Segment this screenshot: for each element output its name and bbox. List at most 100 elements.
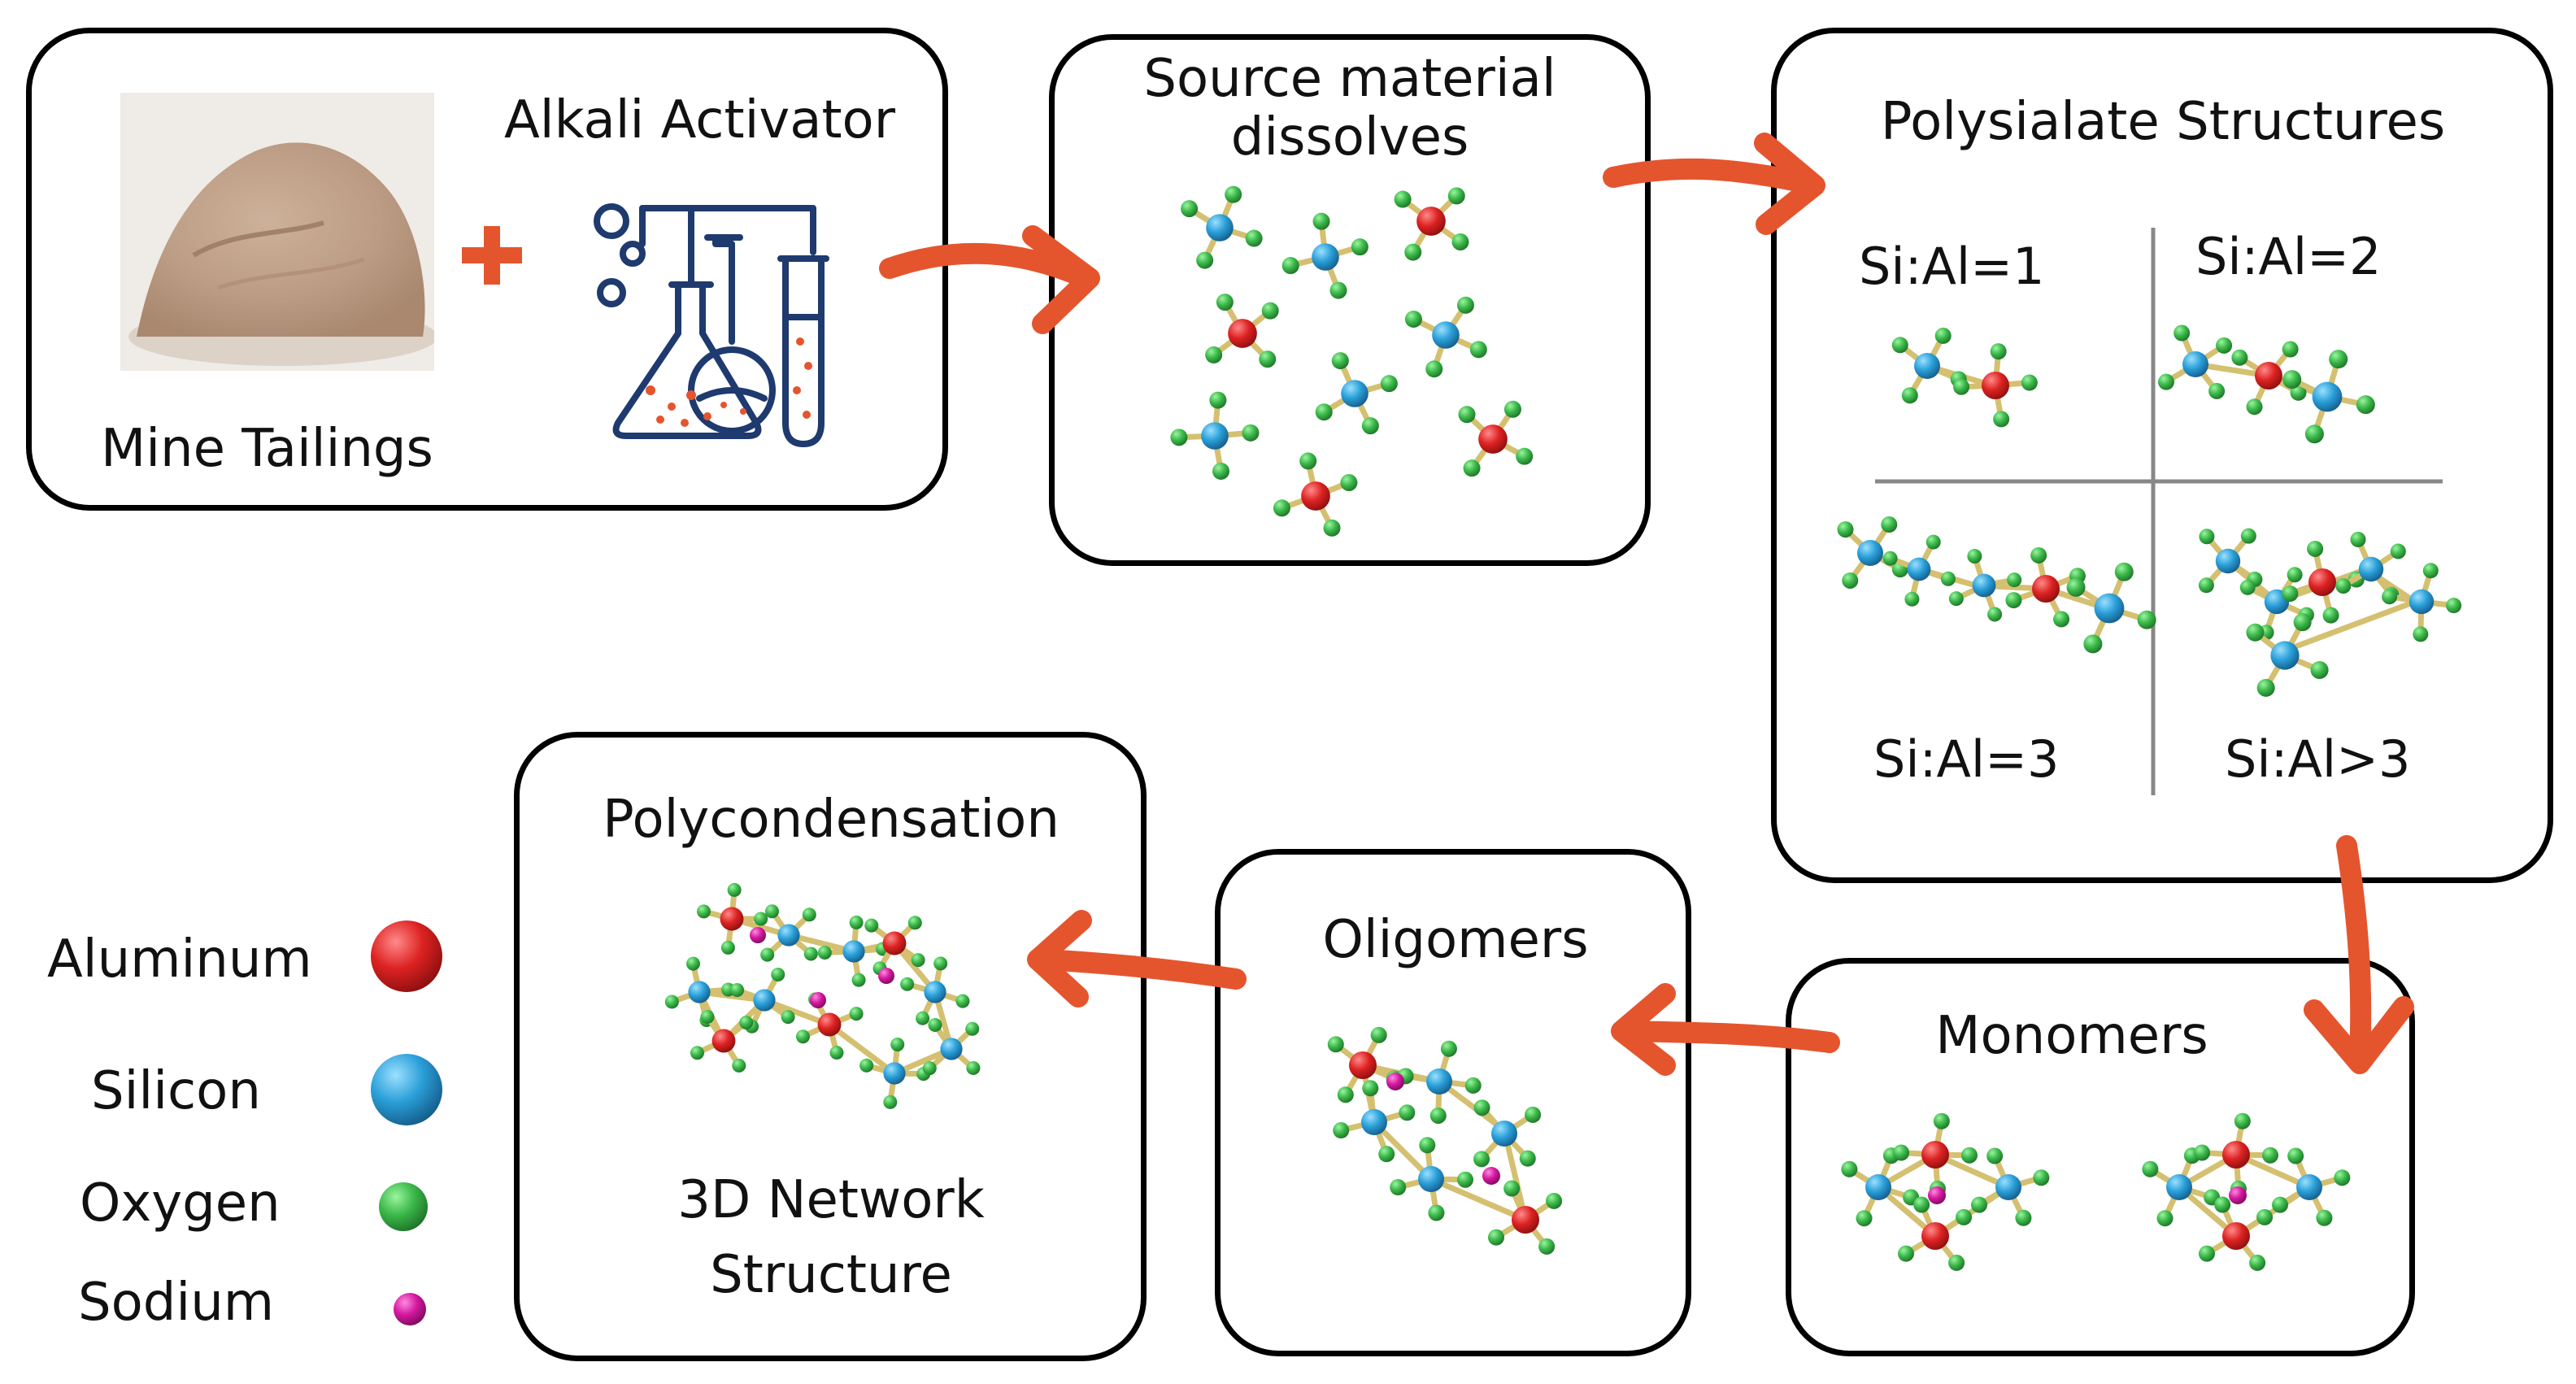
atom-o <box>2174 324 2191 342</box>
atom-o <box>2240 528 2256 544</box>
atom-si <box>777 924 800 947</box>
atom-o <box>764 904 779 919</box>
atom-al <box>1982 372 2009 399</box>
atom-o <box>1960 1147 1978 1164</box>
atom-na <box>810 992 826 1008</box>
atom-o <box>1456 1171 1473 1188</box>
atom-al <box>1228 319 1257 348</box>
atom-o <box>1458 406 1476 424</box>
atom-o <box>690 1046 704 1060</box>
atom-o <box>859 1058 874 1073</box>
polysialate-si-al-2 <box>2158 324 2375 444</box>
atom-o <box>1469 341 1487 359</box>
atom-o <box>1340 474 1358 492</box>
atom-al <box>1349 1051 1377 1079</box>
atom-o <box>2239 579 2256 595</box>
atom-si <box>1972 573 1996 598</box>
atom-o <box>1463 459 1481 477</box>
atom-o <box>1925 534 1941 550</box>
atom-o <box>890 1037 905 1051</box>
atom-o <box>1170 429 1188 446</box>
atom-o <box>1181 200 1199 218</box>
arrow-5 <box>1027 910 1247 1008</box>
polysialate-si-al-gt-3 <box>2198 528 2462 697</box>
atom-o <box>1378 1146 1395 1163</box>
atom-o <box>1898 1245 1915 1262</box>
atom-si <box>753 989 776 1012</box>
atom-o <box>2307 540 2324 557</box>
atom-o <box>1993 411 2010 428</box>
source-material-label: Source material dissolves <box>1143 49 1556 168</box>
atom-o <box>1370 1026 1387 1043</box>
polycondensation-label: Polycondensation <box>603 790 1060 850</box>
atom-o <box>1259 350 1277 368</box>
atom-al <box>1921 1141 1949 1169</box>
network-caption-line1: 3D Network <box>677 1170 985 1230</box>
atom-o <box>2246 398 2263 416</box>
atom-o <box>781 1010 795 1025</box>
arrow-3 <box>2304 835 2414 1074</box>
atom-o <box>2422 563 2439 579</box>
atom-na <box>750 927 766 943</box>
atom-o <box>1399 1104 1416 1121</box>
atom-o <box>933 956 948 971</box>
legend-sphere-oxygen <box>379 1182 428 1231</box>
atom-o <box>1882 551 1898 566</box>
atom-al <box>2222 1141 2250 1169</box>
atom-si <box>1491 1121 1517 1147</box>
atom-o <box>1503 400 1521 418</box>
atom-o <box>849 915 864 929</box>
atom-o <box>2304 424 2324 444</box>
atom-o <box>1362 1080 1379 1097</box>
atom-o <box>1273 499 1290 517</box>
atom-o <box>1299 452 1317 470</box>
atom-o <box>1934 327 1952 344</box>
bond <box>1371 1119 1434 1182</box>
atom-o <box>864 918 879 933</box>
atom-si <box>2182 351 2208 377</box>
monomer-unit-2 <box>2142 1112 2351 1271</box>
atom-o <box>1841 1160 1858 1177</box>
atom-na <box>1928 1186 1946 1204</box>
atom-o <box>2249 1254 2266 1271</box>
atom-si <box>2312 381 2343 412</box>
bond <box>1428 1176 1529 1223</box>
ratio-label-4: Si:Al>3 <box>2225 729 2411 789</box>
atom-o <box>2382 589 2398 605</box>
atom-o <box>1361 417 1379 435</box>
atom-o <box>883 1095 898 1109</box>
oligomer-unit <box>1327 1026 1563 1255</box>
atom-o <box>803 947 818 961</box>
atom-o <box>771 967 785 981</box>
atom-o <box>739 1015 754 1029</box>
atom-o <box>760 947 775 962</box>
legend-label-oxygen: Oxygen <box>80 1173 281 1234</box>
atom-si <box>1201 422 1229 450</box>
atom-o <box>802 907 816 922</box>
atom-o <box>1196 251 1214 269</box>
atom-o <box>1429 1107 1447 1124</box>
atom-o <box>1404 310 1422 328</box>
atom-o <box>1205 346 1223 363</box>
atom-o <box>2083 634 2103 654</box>
network-caption-line2: Structure <box>710 1245 952 1305</box>
atom-o <box>2350 531 2366 547</box>
atom-o <box>1519 1150 1536 1167</box>
polysialate-box <box>1771 28 2553 883</box>
atom-o <box>1464 1077 1482 1094</box>
atom-al <box>1416 207 1446 236</box>
atom-o <box>2272 1196 2289 1213</box>
atom-o <box>849 1007 864 1021</box>
atom-si <box>2408 589 2435 615</box>
ratio-label-1: Si:Al=1 <box>1859 237 2045 296</box>
atom-o <box>1447 187 1465 205</box>
atom-o <box>2194 1144 2211 1161</box>
atom-o <box>1971 1196 1988 1213</box>
atom-o <box>1380 375 1398 393</box>
atom-o <box>1901 387 1918 404</box>
atom-o <box>730 982 745 997</box>
legend-sphere-sodium <box>394 1293 426 1325</box>
atom-o <box>696 904 711 919</box>
atom-si <box>2094 593 2125 624</box>
